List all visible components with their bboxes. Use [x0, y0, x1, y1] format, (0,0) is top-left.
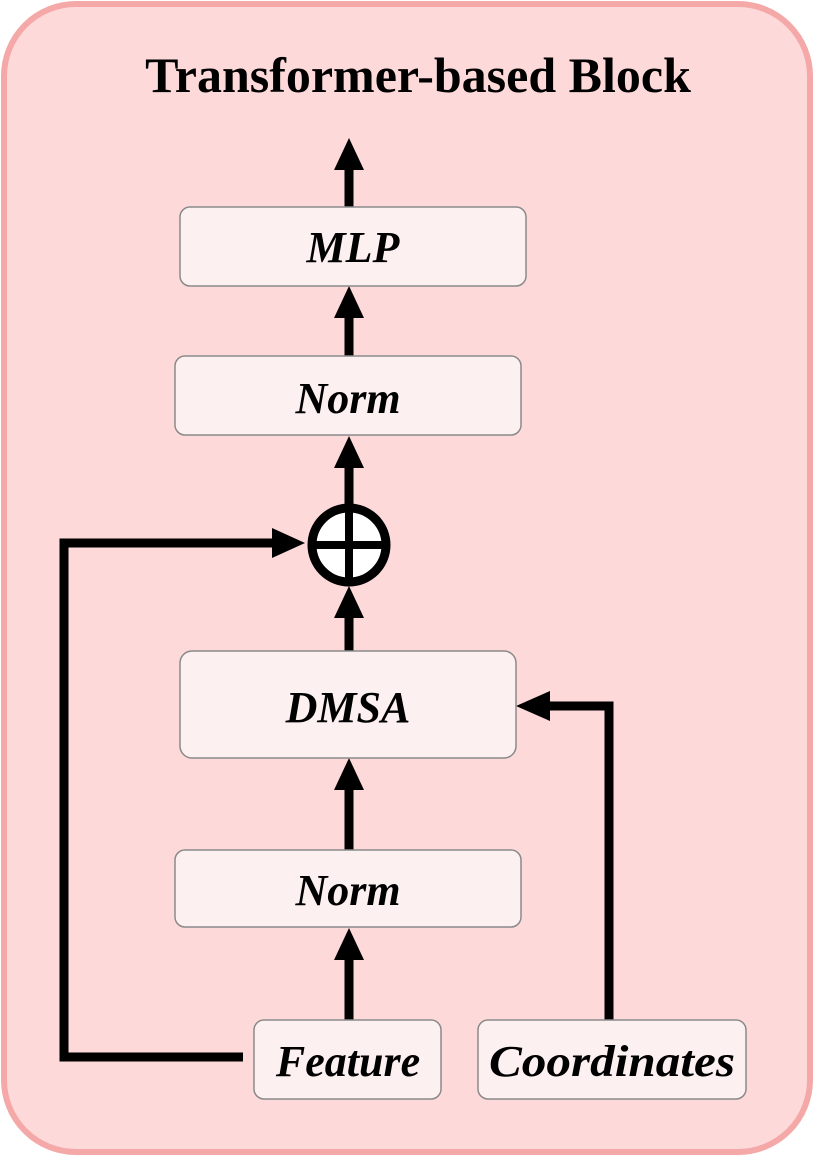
edge-sum-to-norm-top [334, 436, 364, 508]
edge-dmsa-to-sum [334, 586, 364, 651]
node-norm-bottom: Norm [174, 849, 522, 928]
edge-norm-top-to-mlp [334, 286, 364, 356]
edge-feature-to-norm-bottom [334, 928, 364, 1020]
edge-mlp-to-output [334, 138, 364, 207]
node-coordinates-label: Coordinates [489, 1037, 735, 1086]
node-dmsa-label: DMSA [285, 683, 411, 732]
node-feature-label: Feature [275, 1037, 420, 1086]
node-feature: Feature [253, 1019, 442, 1100]
node-mlp-label: MLP [306, 223, 401, 272]
node-coordinates: Coordinates [477, 1019, 747, 1100]
edge-feature-residual-to-sum [59, 528, 305, 1062]
node-norm-bottom-label: Norm [294, 866, 400, 915]
node-norm-top: Norm [174, 355, 522, 436]
node-dmsa: DMSA [179, 650, 517, 759]
diagram-title: Transformer-based Block [145, 47, 691, 103]
node-norm-top-label: Norm [294, 374, 400, 423]
residual-add-operator [307, 503, 391, 587]
edge-norm-bottom-to-dmsa [334, 758, 364, 850]
node-mlp: MLP [179, 206, 527, 287]
edge-coordinates-to-dmsa [516, 691, 614, 1020]
